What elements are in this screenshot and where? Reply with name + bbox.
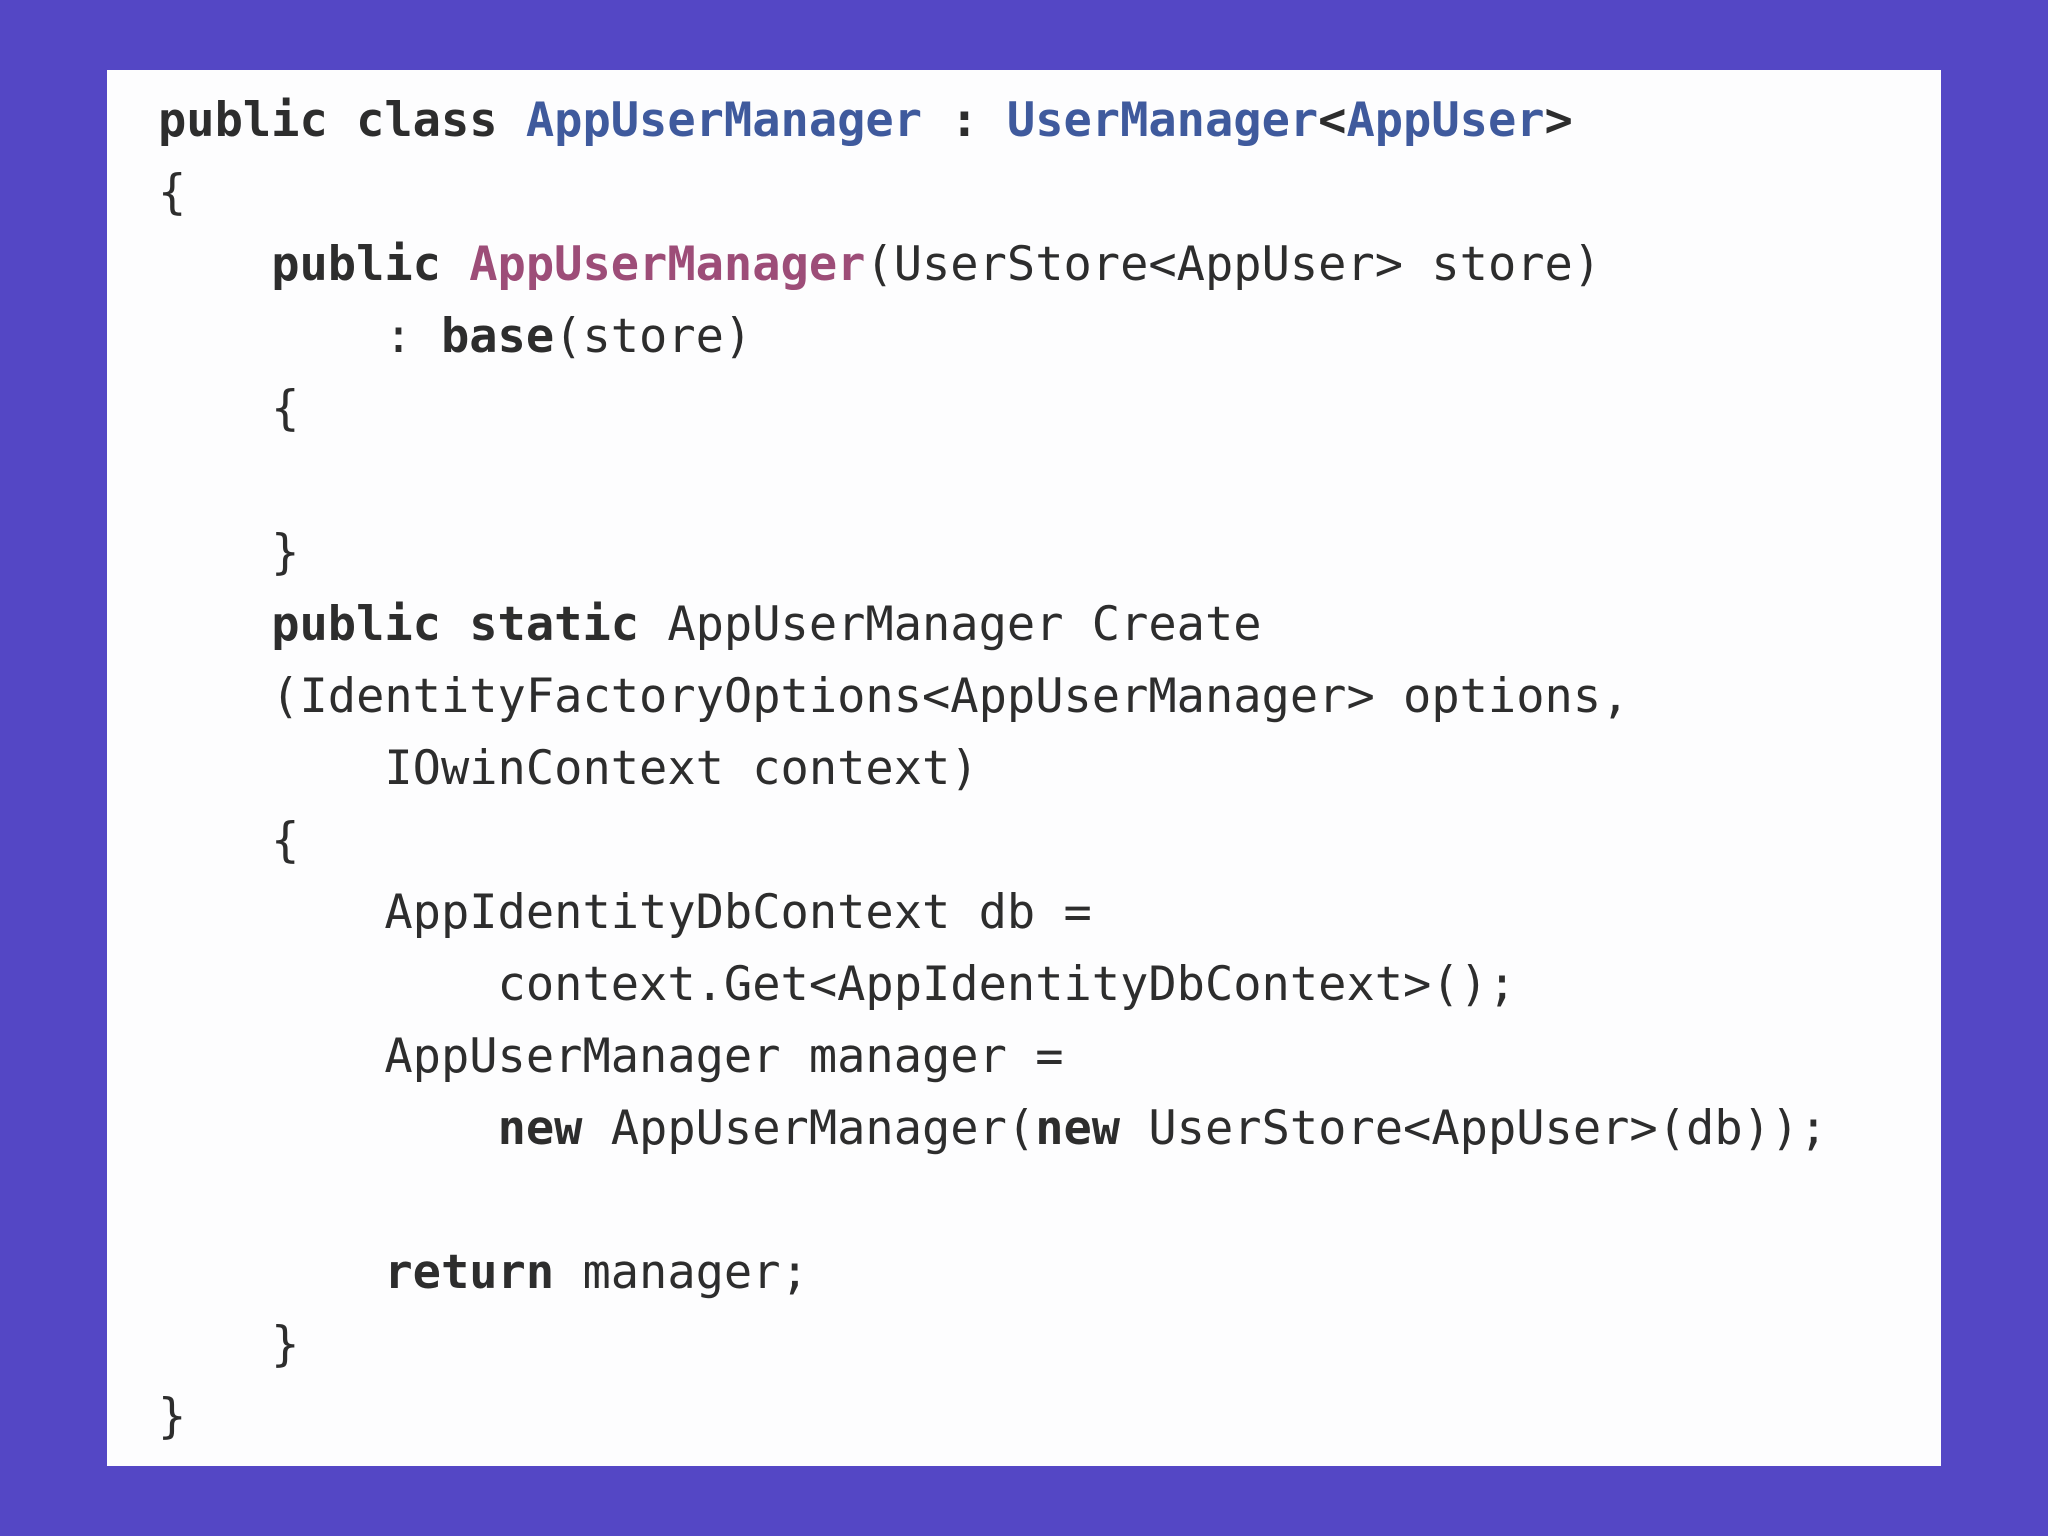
code-line: } bbox=[158, 1381, 1941, 1453]
code-line: return manager; bbox=[158, 1237, 1941, 1309]
code-block: public class AppUserManager : UserManage… bbox=[107, 70, 1941, 1453]
code-token: manager; bbox=[554, 1245, 809, 1300]
code-token: < bbox=[1318, 93, 1347, 148]
code-line: (IdentityFactoryOptions<AppUserManager> … bbox=[158, 661, 1941, 733]
code-line: public AppUserManager(UserStore<AppUser>… bbox=[158, 229, 1941, 301]
code-line: : base(store) bbox=[158, 301, 1941, 373]
code-token: { bbox=[158, 813, 300, 868]
code-token bbox=[158, 597, 271, 652]
code-token: AppIdentityDbContext db = bbox=[158, 885, 1092, 940]
code-line: } bbox=[158, 517, 1941, 589]
code-token bbox=[158, 237, 271, 292]
code-token: { bbox=[158, 381, 300, 436]
code-line: } bbox=[158, 1309, 1941, 1381]
code-line: { bbox=[158, 157, 1941, 229]
code-token: public static bbox=[271, 597, 668, 652]
code-line: public static AppUserManager Create bbox=[158, 589, 1941, 661]
code-token: > bbox=[1544, 93, 1573, 148]
code-card: public class AppUserManager : UserManage… bbox=[107, 70, 1941, 1466]
code-token: context.Get<AppIdentityDbContext>(); bbox=[158, 957, 1517, 1012]
code-token: AppUserManager bbox=[525, 93, 923, 148]
code-token: new bbox=[497, 1101, 583, 1156]
code-token: UserManager bbox=[1006, 93, 1319, 148]
code-token: } bbox=[158, 1317, 300, 1372]
code-line: new AppUserManager(new UserStore<AppUser… bbox=[158, 1093, 1941, 1165]
code-token: } bbox=[158, 525, 300, 580]
code-token: IOwinContext context) bbox=[158, 741, 979, 796]
code-token: public class bbox=[158, 93, 526, 148]
code-line bbox=[158, 445, 1941, 517]
code-token bbox=[158, 1245, 384, 1300]
code-token: (store) bbox=[554, 309, 753, 364]
code-line: AppUserManager manager = bbox=[158, 1021, 1941, 1093]
code-token: return bbox=[384, 1245, 555, 1300]
code-token: base bbox=[440, 309, 555, 364]
code-token: AppUserManager manager = bbox=[158, 1029, 1064, 1084]
code-token: (IdentityFactoryOptions<AppUserManager> … bbox=[158, 669, 1630, 724]
code-line: IOwinContext context) bbox=[158, 733, 1941, 805]
code-token: { bbox=[158, 165, 187, 220]
code-token: (UserStore<AppUser> store) bbox=[865, 237, 1602, 292]
code-token bbox=[158, 1101, 498, 1156]
code-token: : bbox=[922, 93, 1007, 148]
code-token: AppUserManager bbox=[469, 237, 866, 292]
code-line: AppIdentityDbContext db = bbox=[158, 877, 1941, 949]
code-token: public bbox=[271, 237, 470, 292]
code-line: { bbox=[158, 373, 1941, 445]
code-token: UserStore<AppUser>(db)); bbox=[1120, 1101, 1828, 1156]
code-token: new bbox=[1035, 1101, 1121, 1156]
code-token: : bbox=[158, 309, 441, 364]
code-token: AppUserManager Create bbox=[667, 597, 1262, 652]
code-line bbox=[158, 1165, 1941, 1237]
code-line: public class AppUserManager : UserManage… bbox=[158, 85, 1941, 157]
code-token: AppUserManager( bbox=[582, 1101, 1036, 1156]
code-token: AppUser bbox=[1346, 93, 1545, 148]
code-line: context.Get<AppIdentityDbContext>(); bbox=[158, 949, 1941, 1021]
code-line: { bbox=[158, 805, 1941, 877]
code-token: } bbox=[158, 1389, 187, 1444]
